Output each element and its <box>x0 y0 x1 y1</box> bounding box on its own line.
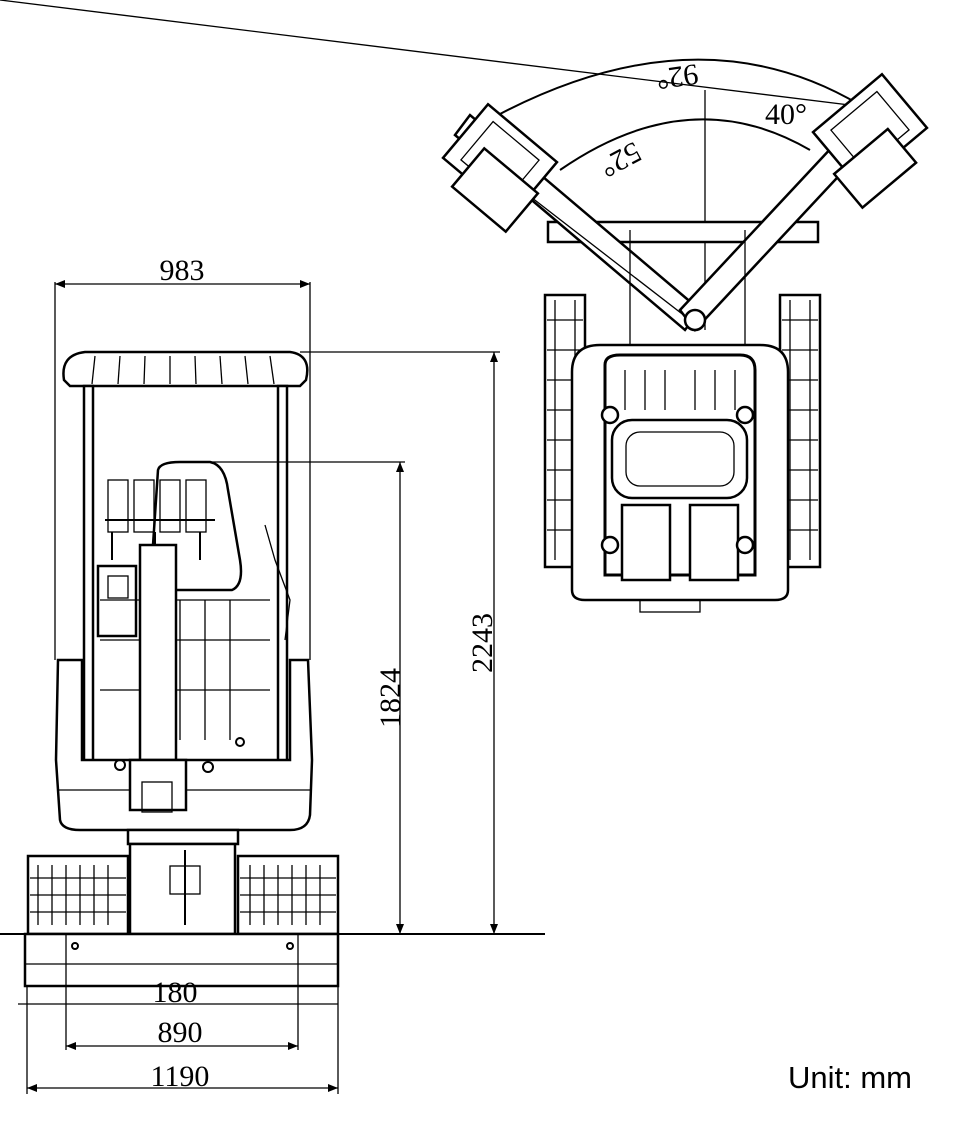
angle-92-label: 92° <box>654 57 700 96</box>
dim-total-height <box>300 351 500 934</box>
swing-bearing <box>126 828 240 846</box>
top-step-right <box>688 503 740 582</box>
top-swing-pivot <box>683 308 707 332</box>
top-view: 92° 52° 40° <box>0 0 929 613</box>
top-boom-right-position <box>0 0 929 332</box>
engine-body <box>54 658 314 832</box>
swing-arc-outer <box>499 58 861 115</box>
undercarriage-center <box>128 842 237 936</box>
dim-track-width <box>26 986 339 1094</box>
dim-track-gauge-label: 890 <box>158 1016 203 1049</box>
top-engine-cover <box>610 418 749 500</box>
dim-overall-width <box>54 280 311 660</box>
dim-ground-clearance <box>18 934 338 1050</box>
canopy-roof <box>62 350 309 388</box>
canopy-post-left <box>82 384 95 768</box>
swing-arc-inner <box>559 118 811 171</box>
dim-seat-height-label: 1824 <box>374 668 407 728</box>
engine-internals <box>58 599 310 791</box>
canopy-post-right <box>276 384 289 768</box>
boom-foot <box>128 758 188 812</box>
dim-seat-height <box>178 461 405 934</box>
top-boom-left-position <box>441 102 702 332</box>
dim-overall-width-label: 983 <box>160 254 205 287</box>
dim-total-height-label: 2243 <box>466 613 499 673</box>
front-view: 983 2243 1824 180 890 <box>0 254 545 1094</box>
roof-ribs <box>91 355 275 385</box>
track-right <box>236 854 340 936</box>
control-levers <box>96 479 291 641</box>
top-cooling-fins <box>624 370 736 410</box>
boom <box>138 543 178 762</box>
top-engine-hood <box>603 353 757 577</box>
track-left <box>26 854 130 936</box>
unit-label: Unit: mm <box>788 1060 912 1095</box>
angle-40-label: 40° <box>765 98 807 131</box>
dim-ground-clearance-label: 180 <box>153 976 198 1009</box>
angle-52-label: 52° <box>594 135 647 184</box>
top-step-left <box>620 503 672 582</box>
dim-track-width-label: 1190 <box>151 1060 210 1093</box>
dim-track-gauge <box>66 1042 298 1050</box>
